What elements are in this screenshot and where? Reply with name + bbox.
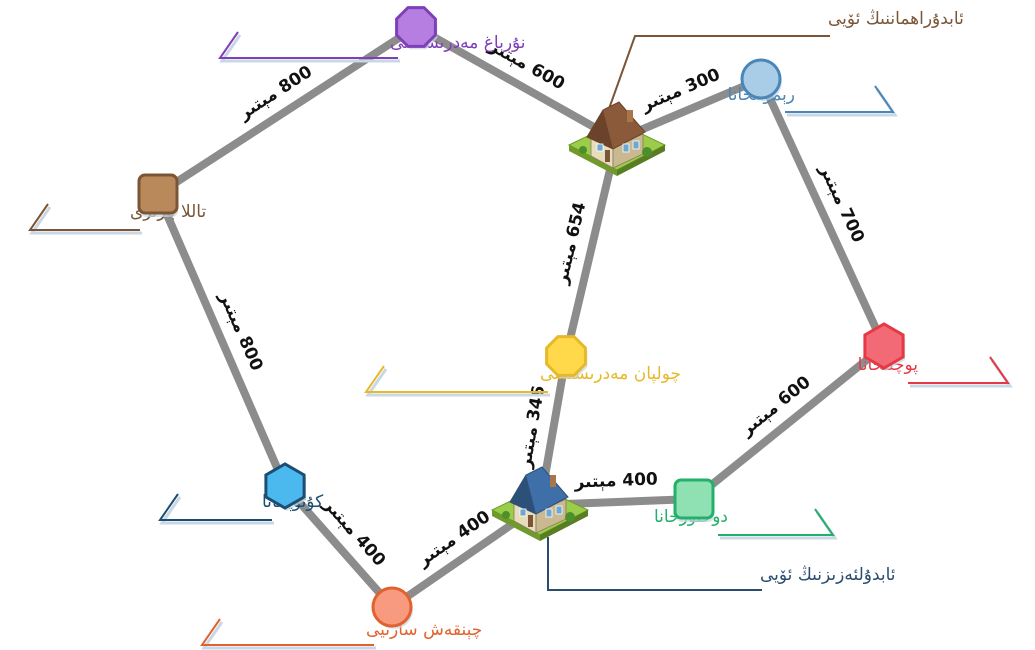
route-distance-label: 400 مېتىر [573,469,658,492]
route-line [562,136,621,360]
place-marker-talla-bazar[interactable] [137,173,179,217]
place-marker-pochtikhana[interactable] [863,322,906,371]
route-line [757,75,888,350]
route-line [154,190,289,490]
place-marker-chenqesh-sari[interactable] [371,586,413,629]
place-label-cholpan-school: چولپان مەدرىسىسى [364,364,681,397]
place-name: ئابدۇلئەزىزنىڭ ئۆيى [760,564,896,585]
route-line [412,23,621,144]
place-marker-dokhturkhana[interactable] [673,478,715,522]
route-distance-label: 800 مېتىر [215,289,267,374]
place-name: ئابدۇراھماننىڭ ئۆيى [828,8,964,29]
place-label-abdulezez-home: ئابدۇلئەزىزنىڭ ئۆيى [547,537,896,591]
place-label-abduraheman-home: ئابدۇراھماننىڭ ئۆيى [604,8,964,121]
place-label-talla-bazar: تاللا بازىرى [28,202,206,235]
route-distance-label: 300 مېتىر [638,65,724,116]
place-marker-nurbagh-school[interactable] [395,6,438,50]
route-distance-label: 346 مېتىر [515,384,549,471]
place-marker-abduraheman-home[interactable] [567,101,667,176]
route-line [281,482,396,611]
route-line [690,342,888,503]
route-line [154,23,420,198]
place-marker-remontkhana[interactable] [740,58,782,101]
place-label-chenqesh-sari: چېنقەش سارىيى [200,618,482,650]
nodes-layer [137,6,906,629]
place-marker-cholpan-school[interactable] [545,335,588,379]
place-marker-kutupkhana[interactable] [264,462,307,511]
place-marker-abdulezez-home[interactable] [490,466,590,541]
